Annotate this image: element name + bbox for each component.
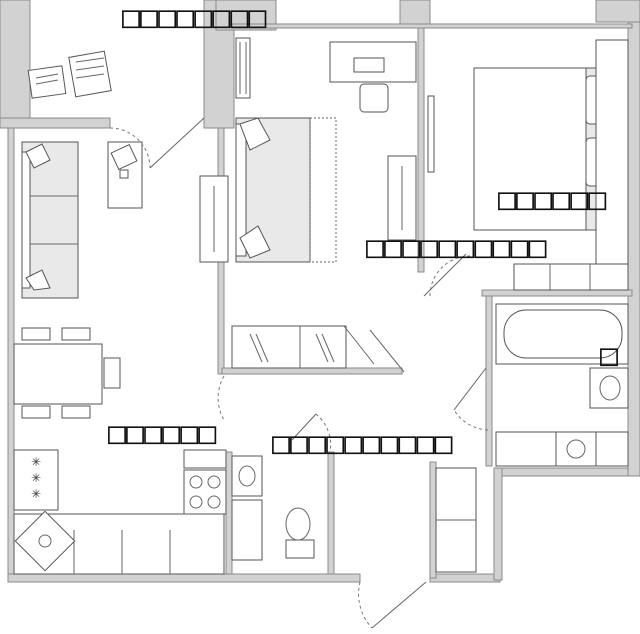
middle-room-furniture xyxy=(199,41,417,369)
doors xyxy=(109,117,489,629)
kitchen-label: □□□□□□ xyxy=(108,416,217,451)
bathroom-furniture xyxy=(231,263,629,573)
svg-text:✳: ✳ xyxy=(31,455,41,469)
bedroom-label: □□□□□□ xyxy=(498,182,607,217)
middle-label: □□□□□□□□□□ xyxy=(366,230,547,265)
bedroom-furniture xyxy=(427,39,629,269)
walls xyxy=(0,0,640,583)
svg-text:✳: ✳ xyxy=(31,471,41,485)
hall-label: □□□□□□□□□□ xyxy=(272,426,453,461)
balcony-furniture xyxy=(27,37,251,99)
top-label: □□□□□□□□ xyxy=(122,0,267,35)
living-room-furniture: ✳ ✳ ✳ xyxy=(13,141,227,575)
right-edge-label: □ xyxy=(600,338,619,373)
svg-text:✳: ✳ xyxy=(31,487,41,501)
